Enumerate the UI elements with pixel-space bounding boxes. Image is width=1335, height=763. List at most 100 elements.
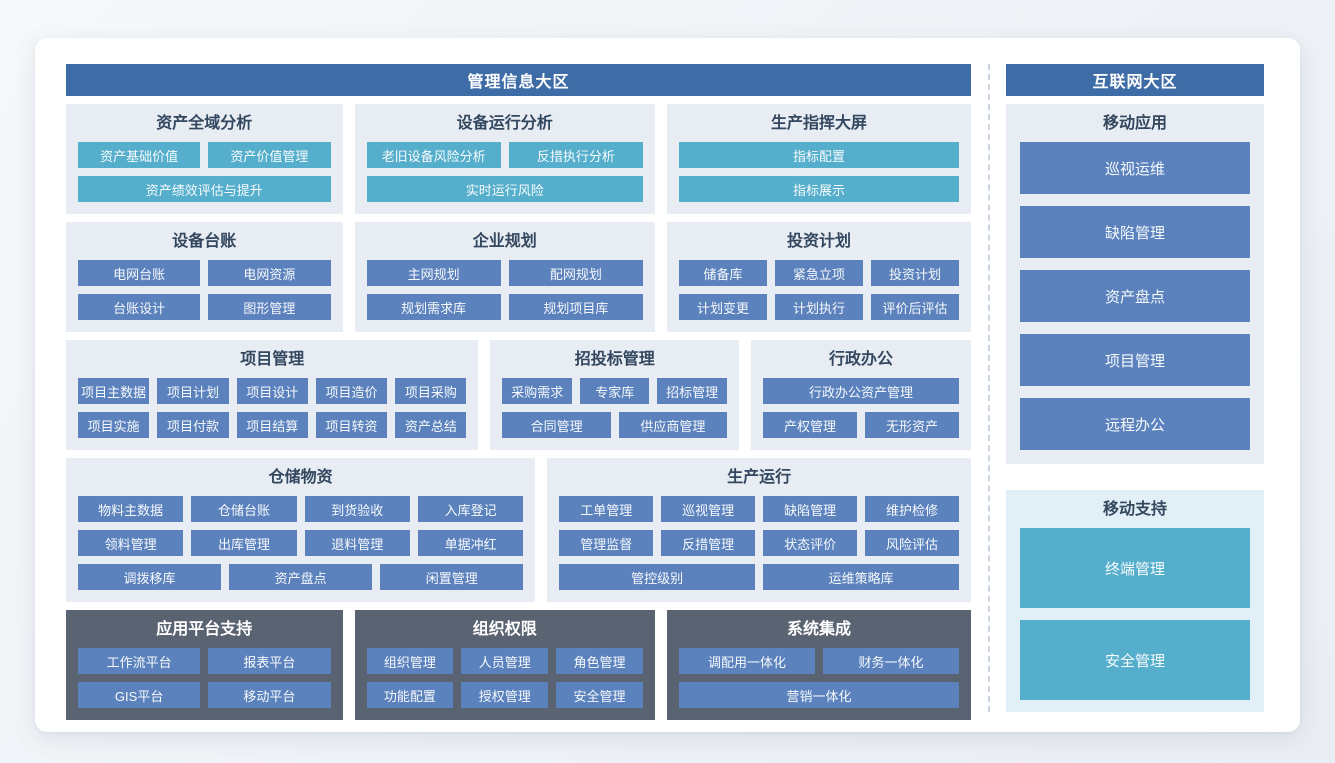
module-button[interactable]: 行政办公资产管理	[762, 378, 959, 404]
button-row: 老旧设备风险分析反措执行分析	[366, 142, 643, 168]
module-button[interactable]: 紧急立项	[774, 260, 863, 286]
module-button[interactable]: 项目主数据	[78, 378, 150, 404]
section-panel: 企业规划主网规划配网规划规划需求库规划项目库	[354, 222, 655, 332]
section-title: 设备运行分析	[456, 115, 553, 132]
module-button[interactable]: 项目实施	[78, 412, 150, 438]
module-button[interactable]: 资产价值管理	[208, 142, 331, 168]
module-button[interactable]: 专家库	[579, 378, 650, 404]
module-button[interactable]: 风险评估	[865, 530, 959, 556]
module-button[interactable]: 指标配置	[678, 142, 960, 168]
module-button[interactable]: 项目设计	[236, 378, 308, 404]
module-button[interactable]: 出库管理	[191, 530, 297, 556]
module-button[interactable]: 计划变更	[678, 294, 767, 320]
module-button[interactable]: 远程办公	[1020, 398, 1250, 450]
module-button[interactable]: 项目计划	[157, 378, 229, 404]
module-button[interactable]: 人员管理	[461, 648, 549, 674]
module-button[interactable]: 储备库	[678, 260, 767, 286]
module-button[interactable]: 供应商管理	[618, 412, 727, 438]
module-button[interactable]: 项目结算	[236, 412, 308, 438]
module-button[interactable]: 合同管理	[502, 412, 611, 438]
module-button[interactable]: 无形资产	[864, 412, 959, 438]
module-button[interactable]: 台账设计	[78, 294, 201, 320]
module-button[interactable]: 产权管理	[762, 412, 857, 438]
module-button[interactable]: 规划项目库	[508, 294, 643, 320]
module-button[interactable]: 电网台账	[78, 260, 201, 286]
module-button[interactable]: 资产盘点	[229, 564, 373, 590]
module-button[interactable]: 采购需求	[502, 378, 572, 404]
module-button[interactable]: 项目付款	[157, 412, 229, 438]
module-button[interactable]: 反措执行分析	[508, 142, 643, 168]
button-row: 主网规划配网规划	[366, 260, 643, 286]
panel-gap	[1006, 472, 1264, 482]
module-button[interactable]: 安全管理	[1020, 620, 1250, 700]
panel-row: 资产全域分析资产基础价值资产价值管理资产绩效评估与提升设备运行分析老旧设备风险分…	[66, 104, 972, 214]
right-zone-header: 互联网大区	[1006, 64, 1264, 96]
module-button[interactable]: 物料主数据	[78, 496, 184, 522]
module-button[interactable]: 终端管理	[1020, 528, 1250, 608]
module-button[interactable]: 运维策略库	[763, 564, 960, 590]
section-panel: 系统集成调配用一体化财务一体化营销一体化	[666, 610, 972, 720]
module-button[interactable]: 营销一体化	[678, 682, 960, 708]
module-button[interactable]: 项目管理	[1020, 334, 1250, 386]
module-button[interactable]: 退料管理	[304, 530, 410, 556]
module-button[interactable]: 维护检修	[865, 496, 959, 522]
section-panel: 设备运行分析老旧设备风险分析反措执行分析实时运行风险	[354, 104, 655, 214]
module-button[interactable]: 管控级别	[559, 564, 756, 590]
module-button[interactable]: 巡视管理	[661, 496, 756, 522]
section-title: 移动应用	[1102, 115, 1167, 132]
module-button[interactable]: 项目转资	[315, 412, 388, 438]
module-button[interactable]: 招标管理	[657, 378, 727, 404]
module-button[interactable]: 实时运行风险	[366, 176, 643, 202]
module-button[interactable]: 工单管理	[559, 496, 654, 522]
module-button[interactable]: 资产总结	[395, 412, 467, 438]
module-button[interactable]: 缺陷管理	[1020, 206, 1250, 258]
module-button[interactable]: 项目采购	[395, 378, 467, 404]
module-button[interactable]: 入库登记	[417, 496, 524, 522]
module-button[interactable]: 状态评价	[763, 530, 858, 556]
module-button[interactable]: 报表平台	[208, 648, 331, 674]
module-button[interactable]: 调配用一体化	[678, 648, 815, 674]
section-panel: 组织权限组织管理人员管理角色管理功能配置授权管理安全管理	[354, 610, 655, 720]
module-button[interactable]: 调拨移库	[78, 564, 222, 590]
module-button[interactable]: 缺陷管理	[763, 496, 858, 522]
module-button[interactable]: GIS平台	[78, 682, 201, 708]
module-button[interactable]: 角色管理	[556, 648, 643, 674]
module-button[interactable]: 图形管理	[208, 294, 331, 320]
module-button[interactable]: 资产绩效评估与提升	[78, 176, 331, 202]
module-button[interactable]: 授权管理	[461, 682, 549, 708]
button-row: 计划变更计划执行评价后评估	[678, 294, 960, 320]
module-button[interactable]: 项目造价	[315, 378, 388, 404]
zone-divider	[988, 64, 990, 712]
module-button[interactable]: 巡视运维	[1020, 142, 1250, 194]
module-button[interactable]: 闲置管理	[380, 564, 524, 590]
module-button[interactable]: 到货验收	[304, 496, 410, 522]
module-button[interactable]: 计划执行	[774, 294, 863, 320]
section-panel: 移动应用巡视运维缺陷管理资产盘点项目管理远程办公	[1006, 104, 1264, 464]
module-button[interactable]: 移动平台	[208, 682, 331, 708]
module-button[interactable]: 反措管理	[661, 530, 756, 556]
module-button[interactable]: 主网规划	[366, 260, 501, 286]
module-button[interactable]: 资产基础价值	[78, 142, 201, 168]
module-button[interactable]: 电网资源	[208, 260, 331, 286]
section-title: 招投标管理	[574, 351, 655, 368]
button-row: 工单管理巡视管理缺陷管理维护检修	[559, 496, 959, 522]
module-button[interactable]: 管理监督	[559, 530, 654, 556]
module-button[interactable]: 财务一体化	[822, 648, 960, 674]
module-button[interactable]: 指标展示	[678, 176, 960, 202]
button-row: 调拨移库资产盘点闲置管理	[78, 564, 524, 590]
button-row: 实时运行风险	[366, 176, 643, 202]
module-button[interactable]: 仓储台账	[191, 496, 297, 522]
module-button[interactable]: 资产盘点	[1020, 270, 1250, 322]
module-button[interactable]: 规划需求库	[366, 294, 501, 320]
module-button[interactable]: 配网规划	[508, 260, 643, 286]
module-button[interactable]: 组织管理	[366, 648, 454, 674]
module-button[interactable]: 安全管理	[556, 682, 643, 708]
module-button[interactable]: 工作流平台	[78, 648, 201, 674]
module-button[interactable]: 功能配置	[366, 682, 454, 708]
module-button[interactable]: 投资计划	[871, 260, 960, 286]
module-button[interactable]: 领料管理	[78, 530, 184, 556]
module-button[interactable]: 老旧设备风险分析	[366, 142, 501, 168]
module-button[interactable]: 单据冲红	[417, 530, 524, 556]
module-button[interactable]: 评价后评估	[871, 294, 960, 320]
button-row: 项目主数据项目计划项目设计项目造价项目采购	[78, 378, 467, 404]
